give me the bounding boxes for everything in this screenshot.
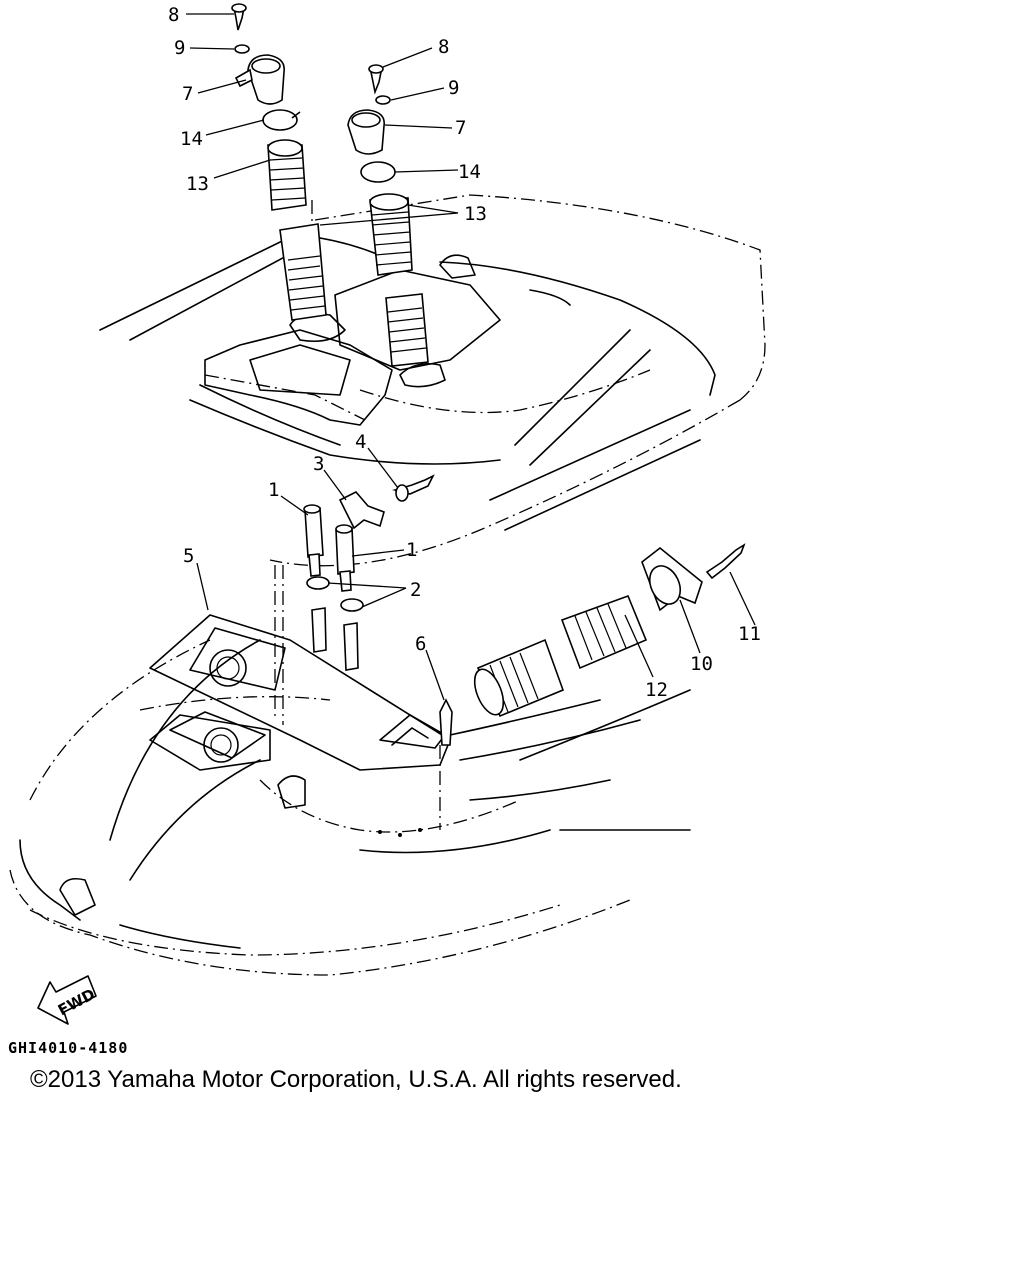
leader-lines xyxy=(186,13,756,701)
bow-deck xyxy=(59,614,451,916)
diagram-reference-code: GHI4010-4180 xyxy=(8,1039,129,1057)
callout-9a: 9 xyxy=(174,37,185,59)
callout-3: 3 xyxy=(313,453,324,475)
callout-5: 5 xyxy=(183,545,194,567)
callout-1a: 1 xyxy=(268,479,279,501)
callout-10: 10 xyxy=(690,653,713,675)
callout-13b: 13 xyxy=(464,203,487,225)
callout-7b: 7 xyxy=(455,117,466,139)
callout-13a: 13 xyxy=(186,173,209,195)
callout-4: 4 xyxy=(355,431,366,453)
left-bellows xyxy=(267,139,327,321)
callout-11: 11 xyxy=(738,623,761,645)
callout-14a: 14 xyxy=(180,128,203,150)
fwd-arrow: FWD xyxy=(37,975,98,1025)
callout-2: 2 xyxy=(410,579,421,601)
left-duct-assembly xyxy=(231,3,327,321)
callout-numbers: 1 1 2 3 4 5 6 7 7 8 8 9 9 10 11 12 13 13… xyxy=(168,4,761,701)
callout-6: 6 xyxy=(415,633,426,655)
hull-outline xyxy=(9,194,766,976)
callout-8b: 8 xyxy=(438,36,449,58)
rear-duct-assembly xyxy=(439,543,746,746)
callout-12: 12 xyxy=(645,679,668,701)
callout-7a: 7 xyxy=(182,83,193,105)
callout-9b: 9 xyxy=(448,77,459,99)
hull-lines xyxy=(19,224,716,949)
right-duct-assembly xyxy=(347,64,429,367)
hose-fittings xyxy=(303,474,435,671)
fwd-label: FWD xyxy=(55,985,98,1019)
callout-1b: 1 xyxy=(406,539,417,561)
callout-14b: 14 xyxy=(458,161,481,183)
callout-8a: 8 xyxy=(168,4,179,26)
copyright-notice: ©2013 Yamaha Motor Corporation, U.S.A. A… xyxy=(30,1066,682,1093)
right-bellows xyxy=(369,193,429,367)
bellows-12 xyxy=(473,594,648,718)
deck-recess xyxy=(204,254,571,426)
